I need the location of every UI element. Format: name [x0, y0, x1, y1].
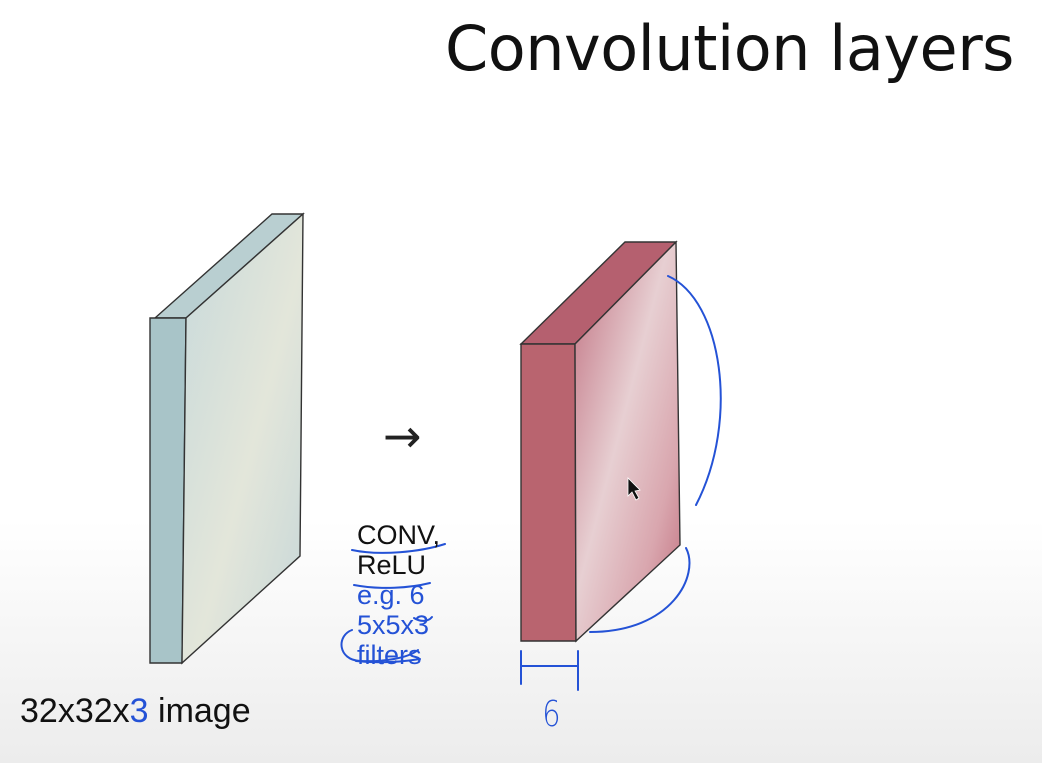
mouse-cursor-icon: [627, 477, 641, 501]
output-volume-side: [520, 343, 577, 642]
depth-bracket: [520, 650, 579, 691]
filter-size-label: 5x5x3: [357, 610, 430, 640]
input-caption-depth: 3: [129, 692, 149, 730]
relu-underline: [353, 582, 431, 589]
input-caption: 32x32x3 image: [20, 692, 251, 731]
input-caption-suffix: image: [148, 692, 251, 730]
height-bracket-curve: [667, 275, 722, 506]
conv-underline: [351, 543, 446, 554]
layer-description: CONV, ReLU e.g. 6 5x5x3 filters: [357, 520, 440, 670]
input-volume-side: [149, 317, 187, 664]
right-arrow-icon: →: [383, 409, 422, 463]
output-volume-front: [574, 240, 681, 643]
conv-label: CONV,: [357, 520, 441, 550]
filter-size-underline: [355, 658, 421, 664]
input-volume: [149, 212, 305, 665]
filters-label: filters: [357, 640, 422, 670]
input-caption-size: 32x32x: [20, 692, 130, 730]
input-volume-front: [181, 212, 304, 665]
width-bracket-curve: [589, 547, 691, 633]
filter-count-label: e.g. 6: [357, 580, 425, 610]
six-underline: [413, 616, 433, 622]
slide-title: Convolution layers: [445, 12, 1014, 85]
relu-label: ReLU: [357, 550, 427, 580]
handwritten-annotations: [340, 275, 722, 691]
output-depth-label: 6: [542, 694, 561, 735]
output-volume: [519, 240, 681, 643]
